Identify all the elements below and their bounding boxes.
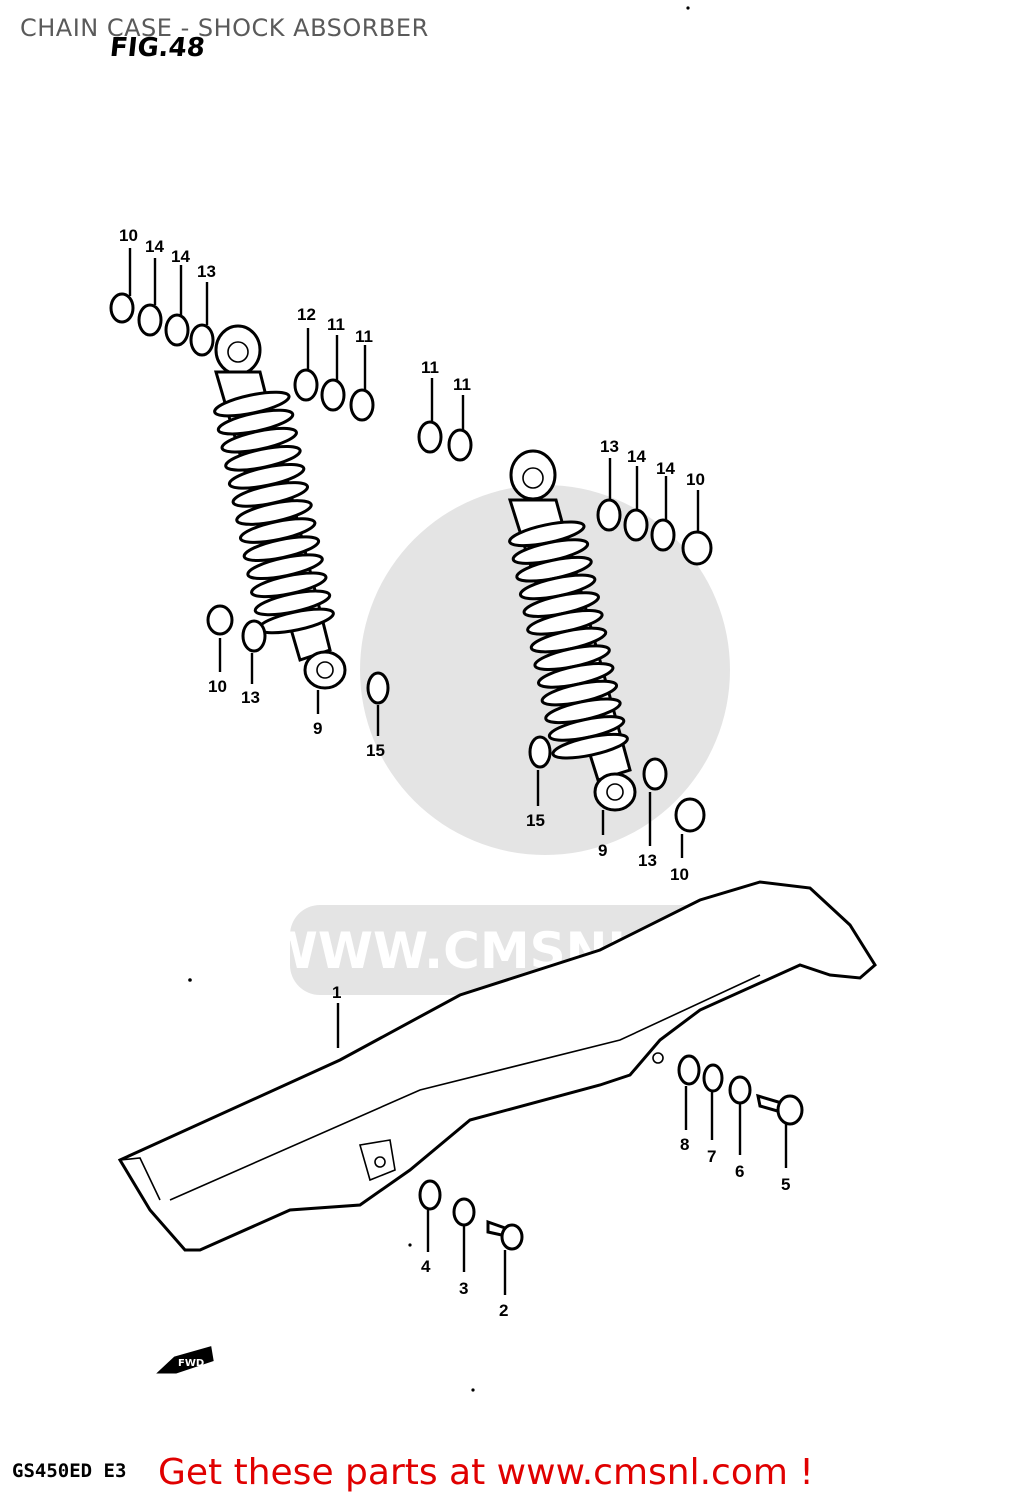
washer-13-lower-left[interactable] — [241, 619, 267, 653]
callout-1: 1 — [332, 983, 341, 1002]
callout-13: 13 — [638, 851, 657, 870]
callout-5: 5 — [781, 1175, 790, 1194]
washer-13-lower-right[interactable] — [642, 757, 668, 791]
washer-14-c[interactable] — [623, 508, 649, 542]
washer-12[interactable] — [293, 368, 319, 402]
washer-15-a[interactable] — [366, 671, 390, 705]
spring-coil — [551, 732, 629, 760]
washer-11-b[interactable] — [349, 388, 375, 422]
washer-11-c[interactable] — [417, 420, 443, 454]
screw-2-head[interactable] — [500, 1223, 524, 1251]
nut-10-top-left[interactable] — [109, 292, 135, 324]
washer-8[interactable] — [677, 1054, 701, 1086]
fwd-label: FWD — [178, 1358, 204, 1369]
nut-10-lower-right[interactable] — [674, 797, 706, 833]
callout-13: 13 — [600, 437, 619, 456]
washer-14-a[interactable] — [137, 303, 163, 337]
shock-absorber-left[interactable] — [213, 324, 347, 690]
callout-14: 14 — [171, 247, 190, 266]
bolt-5-head[interactable] — [776, 1094, 804, 1126]
callout-6: 6 — [735, 1162, 744, 1181]
callout-8: 8 — [680, 1135, 689, 1154]
callout-10: 10 — [686, 470, 705, 489]
washer-11-a[interactable] — [320, 378, 346, 412]
nut-10-top-right[interactable] — [681, 530, 713, 566]
chain-case[interactable] — [117, 880, 877, 1252]
promo-link[interactable]: Get these parts at www.cmsnl.com ! — [158, 1452, 814, 1493]
callout-2: 2 — [499, 1301, 508, 1320]
callout-3: 3 — [459, 1279, 468, 1298]
callout-7: 7 — [707, 1147, 716, 1166]
callout-13: 13 — [197, 262, 216, 281]
scan-specks — [188, 6, 690, 1392]
washer-14-d[interactable] — [650, 518, 676, 552]
nut-10-lower-left[interactable] — [206, 604, 234, 636]
shock-absorber-right[interactable] — [507, 449, 637, 812]
callout-11: 11 — [355, 327, 373, 346]
callout-15: 15 — [366, 741, 385, 760]
callout-10: 10 — [670, 865, 689, 884]
callout-11: 11 — [421, 358, 439, 377]
callout-13: 13 — [241, 688, 260, 707]
leader-lines — [128, 248, 788, 1295]
washer-15-b[interactable] — [528, 735, 552, 769]
callout-9: 9 — [313, 719, 322, 738]
callouts: 10 14 14 13 12 11 11 11 11 13 14 14 10 1… — [119, 226, 790, 1320]
callout-15: 15 — [526, 811, 545, 830]
page-title: CHAIN CASE - SHOCK ABSORBER — [20, 14, 429, 42]
washer-14-b[interactable] — [164, 313, 190, 347]
callout-14: 14 — [627, 447, 646, 466]
washer-13-top-right[interactable] — [596, 498, 622, 532]
callout-10: 10 — [208, 677, 227, 696]
callout-14: 14 — [656, 459, 675, 478]
washer-7[interactable] — [702, 1063, 724, 1093]
hardware — [109, 292, 804, 1251]
washer-13-top-left[interactable] — [189, 323, 215, 357]
callout-10: 10 — [119, 226, 138, 245]
callout-11: 11 — [327, 315, 345, 334]
callout-12: 12 — [297, 305, 316, 324]
callout-14: 14 — [145, 237, 164, 256]
fwd-arrow-icon: FWD — [156, 1346, 214, 1374]
washer-4[interactable] — [418, 1179, 442, 1211]
lock-washer-6[interactable] — [728, 1075, 752, 1105]
callout-4: 4 — [421, 1257, 431, 1276]
washer-11-d[interactable] — [447, 428, 473, 462]
lock-washer-3[interactable] — [452, 1197, 476, 1227]
model-code: GS450ED E3 — [12, 1460, 127, 1482]
callout-9: 9 — [598, 841, 607, 860]
callout-11: 11 — [453, 375, 471, 394]
